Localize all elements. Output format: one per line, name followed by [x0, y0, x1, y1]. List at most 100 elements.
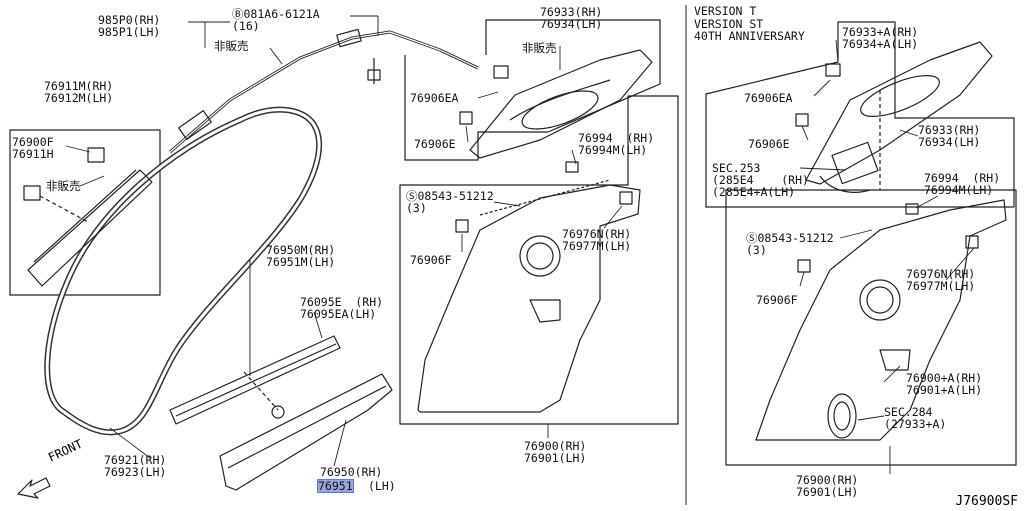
callout-line: 76934+A(LH) [842, 37, 919, 51]
callout-c-sec253: SEC.253(285E4 (RH)(285E4+A(LH) [712, 162, 809, 198]
callout-line: 76906F [756, 293, 798, 307]
callout-c-08543r: Ⓢ08543-51212(3) [746, 232, 834, 256]
speaker [827, 393, 857, 439]
callout-line: 985P1(LH) [98, 25, 161, 39]
callout-c-08543: Ⓢ08543-51212(3) [406, 190, 494, 214]
callout-line: SEC.284 [884, 405, 933, 419]
frame-ver-top [705, 21, 1015, 208]
version-note: VERSION T VERSION ST 40TH ANNIVERSARY [694, 5, 805, 43]
callout-line: (27933+A) [884, 417, 947, 431]
callout-c-76933r: 76933(RH)76934(LH) [918, 124, 980, 148]
callout-line: 76906EA [410, 91, 459, 105]
callout-line: 非販売 [522, 41, 557, 55]
quarter-panel [417, 184, 641, 413]
callout-line: 76900+A(RH) [906, 371, 983, 385]
callout-line: 985P0(RH) [98, 13, 161, 27]
front-arrow [17, 477, 51, 499]
callout-c-76906e2: 76906E [748, 138, 790, 150]
callout-line: 76901(LH) [796, 485, 859, 499]
ver-upper-trim [805, 41, 993, 185]
callout-line: 非販売 [214, 39, 249, 53]
callout-c-76994: 76994 (RH)76994M(LH) [578, 132, 654, 156]
callout-line: 76900(RH) [524, 439, 587, 453]
callout-line: 76900F [12, 135, 54, 149]
callout-line: 76951 [317, 479, 354, 493]
callout-line: 76994 (RH) [578, 131, 655, 145]
callout-c-76900: 76900(RH)76901(LH) [524, 440, 586, 464]
callout-c-76951-lh: (LH) [368, 480, 396, 492]
callout-c-76933a: 76933+A(RH)76934+A(LH) [842, 26, 918, 50]
diagram-code: J76900SF [955, 494, 1018, 509]
callout-line: 76095E (RH) [300, 295, 384, 309]
callout-c-76976nr: 76976N(RH)76977M(LH) [906, 268, 975, 292]
callout-c-76900a: 76900+A(RH)76901+A(LH) [906, 372, 982, 396]
callout-c-hanbai2: 非販売 [46, 180, 81, 192]
pillar-trim [27, 169, 153, 287]
callout-c-hanbai1: 非販売 [214, 40, 249, 52]
callout-line: 非販売 [46, 179, 81, 193]
callout-line: 76976N(RH) [562, 227, 632, 241]
callout-line: 76901(LH) [524, 451, 587, 465]
callout-line: 76994 (RH) [924, 171, 1001, 185]
kick-plate-inner [169, 335, 341, 425]
version-line: VERSION T [694, 4, 757, 18]
callout-line: 76906E [414, 137, 456, 151]
kick-plate-outer [219, 373, 393, 491]
callout-c-76951-id: 76951 [317, 479, 354, 493]
callout-c-76950: 76950(RH) [320, 466, 382, 478]
callout-line: (3) [746, 243, 767, 257]
callout-line: Ⓢ08543-51212 [746, 231, 834, 245]
callout-line: 76911M(RH) [44, 79, 114, 93]
callout-line: 76951M(LH) [266, 255, 336, 269]
callout-line: 76976N(RH) [906, 267, 976, 281]
callout-line: 76950M(RH) [266, 243, 336, 257]
callout-c-76906f: 76906F [410, 254, 452, 266]
callout-line: 76921(RH) [104, 453, 167, 467]
callout-c-76933: 76933(RH)76934(LH) [540, 6, 602, 30]
callout-line: 76906F [410, 253, 452, 267]
callout-line: 76095EA(LH) [300, 307, 377, 321]
callout-line: 76901+A(LH) [906, 383, 983, 397]
callout-c-76976n: 76976N(RH)76977M(LH) [562, 228, 631, 252]
frame-top-panel [404, 19, 661, 161]
callout-c-76906e: 76906E [414, 138, 456, 150]
callout-line: 76906EA [744, 91, 793, 105]
callout-c-985p: 985P0(RH)985P1(LH) [98, 14, 160, 38]
callout-line: 76900(RH) [796, 473, 859, 487]
callout-line: (3) [406, 201, 427, 215]
callout-c-76900r: 76900(RH)76901(LH) [796, 474, 858, 498]
callout-line: (285E4 (RH) [712, 173, 809, 187]
callout-c-76906ea: 76906EA [410, 92, 458, 104]
callout-line: 76906E [748, 137, 790, 151]
callout-line: (285E4+A(LH) [712, 185, 796, 199]
upper-trim [469, 49, 653, 159]
version-line: VERSION ST [694, 16, 764, 31]
callout-c-hanbai3: 非販売 [522, 42, 557, 54]
callout-c-76921: 76921(RH)76923(LH) [104, 454, 166, 478]
callout-line: 76994M(LH) [924, 183, 994, 197]
callout-line: 76977M(LH) [906, 279, 976, 293]
callout-line: 76933(RH) [540, 5, 603, 19]
callout-line: Ⓑ081A6-6121A [232, 7, 320, 21]
callout-line: (LH) [368, 479, 396, 493]
callout-line: 76934(LH) [540, 17, 603, 31]
callout-line: 76933+A(RH) [842, 25, 919, 39]
callout-c-081a6: Ⓑ081A6-6121A(16) [232, 8, 320, 32]
callout-line: 76934(LH) [918, 135, 981, 149]
callout-c-76994r: 76994 (RH)76994M(LH) [924, 172, 1000, 196]
callout-c-sec284: SEC.284(27933+A) [884, 406, 946, 430]
callout-line: 76911H [12, 147, 54, 161]
frame-pillar [9, 129, 161, 296]
callout-line: 76933(RH) [918, 123, 981, 137]
callout-line: 76950(RH) [320, 465, 383, 479]
callout-c-76950m: 76950M(RH)76951M(LH) [266, 244, 335, 268]
callout-c-76911m: 76911M(RH)76912M(LH) [44, 80, 113, 104]
callout-line: SEC.253 [712, 161, 761, 175]
callout-line: 76923(LH) [104, 465, 167, 479]
callout-line: 76994M(LH) [578, 143, 648, 157]
callout-line: 76912M(LH) [44, 91, 114, 105]
callout-line: Ⓢ08543-51212 [406, 189, 494, 203]
